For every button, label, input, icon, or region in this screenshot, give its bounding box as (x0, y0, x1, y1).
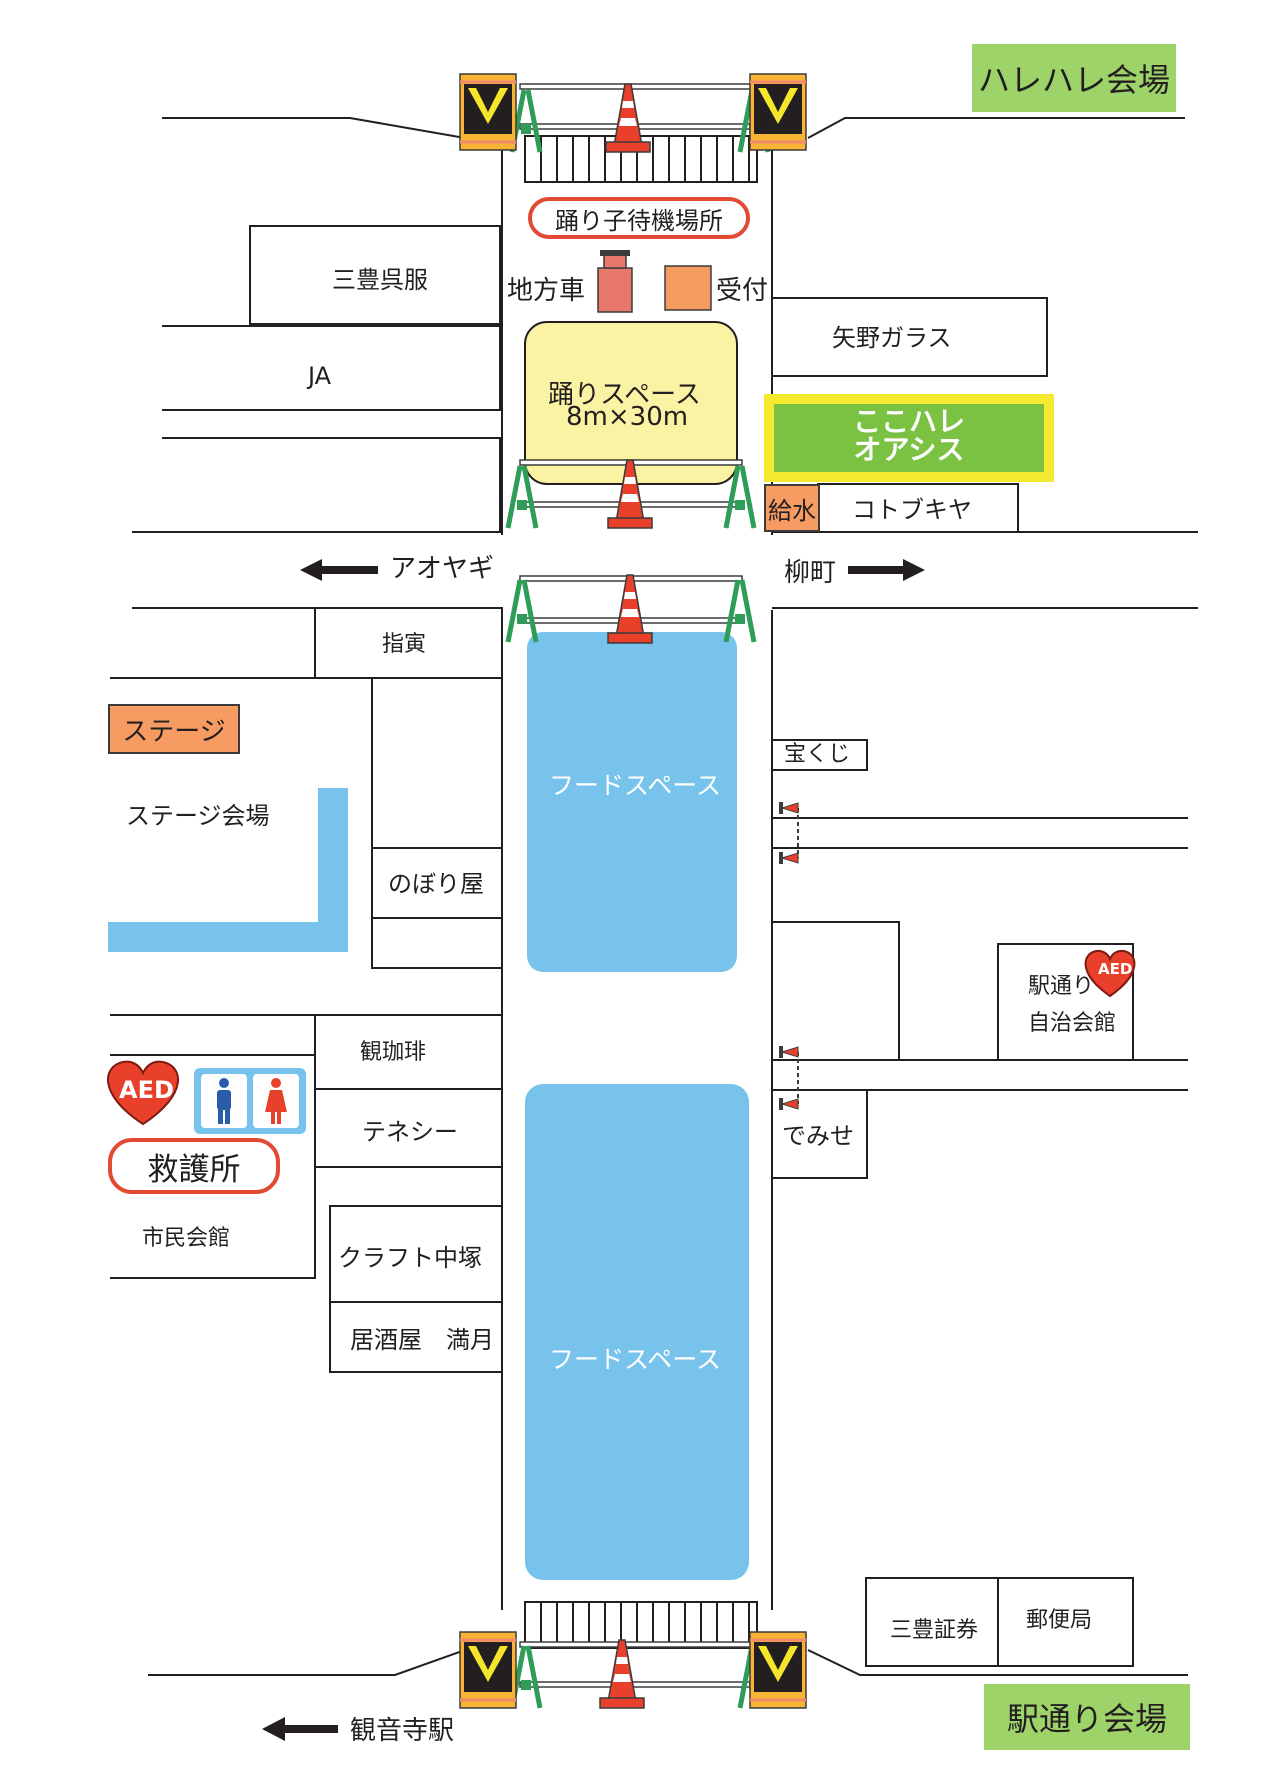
building-ja: JA (308, 362, 332, 390)
food-space-1-label: フードスペース (548, 771, 722, 800)
building-kancoffee: 観珈琲 (360, 1040, 427, 1065)
kokohare-oasis: ここハレ オアシス (764, 394, 1054, 482)
first-aid-pill: 救護所 (108, 1138, 280, 1194)
building-mitoyo-shoken: 三豊証券 (890, 1618, 979, 1643)
building-takarakuji: 宝くじ (784, 742, 851, 767)
building-shimin-kaikan: 市民会館 (142, 1226, 231, 1251)
water-label: 給水 (768, 496, 816, 525)
food-space-2-label: フードスペース (548, 1345, 722, 1374)
alley-barrier-1 (778, 801, 799, 865)
crosswalk-bottom (524, 1601, 758, 1649)
direction-station: 観音寺駅 (350, 1716, 455, 1746)
arrow-left-icon (300, 559, 378, 581)
jikata-label: 地方車 (507, 276, 586, 306)
building-tennessee: テネシー (362, 1118, 458, 1146)
dancer-waiting-pill: 踊り子待機場所 (528, 197, 750, 239)
direction-east: 柳町 (784, 558, 837, 588)
barrier-bottom (458, 1630, 808, 1708)
building-shiin: 指寅 (382, 632, 427, 657)
direction-arrows (262, 559, 925, 1741)
stage-label: ステージ (122, 716, 226, 747)
direction-west: アオヤギ (390, 554, 495, 584)
restroom-icon (194, 1068, 306, 1134)
buildings (110, 225, 1134, 1667)
dance-size-label: 8m×30m (566, 402, 689, 432)
barrier-top (458, 72, 808, 152)
alley-barrier-2 (778, 1045, 799, 1111)
oasis-line2: オアシス (853, 433, 965, 466)
water-box: 給水 (764, 484, 820, 532)
venue-hareharre: ハレハレ会場 (972, 44, 1176, 112)
building-izakaya: 居酒屋 満月 (350, 1326, 494, 1354)
first-aid-label: 救護所 (147, 1151, 241, 1188)
venue-ekidori: 駅通り会場 (984, 1684, 1190, 1750)
female-icon (265, 1078, 287, 1124)
food-space-1 (527, 632, 737, 972)
dancer-waiting-label: 踊り子待機場所 (555, 206, 723, 235)
stage-area-shape (108, 788, 348, 952)
stage-venue-label: ステージ会場 (126, 802, 270, 830)
reception-box (664, 265, 712, 311)
venue-ekidori-label: 駅通り会場 (1006, 1700, 1167, 1738)
building-kotobukiya: コトブキヤ (852, 496, 972, 524)
arrow-station-icon (262, 1717, 338, 1741)
food-space-2 (525, 1084, 749, 1580)
building-post-office: 郵便局 (1026, 1608, 1093, 1633)
aed-heart-small-icon (1084, 949, 1136, 998)
building-ekidori-1: 駅通り (1028, 974, 1095, 999)
building-mitoyo-gofuku: 三豊呉服 (332, 266, 428, 294)
jikata-vehicle-icon (597, 250, 633, 313)
building-craft: クラフト中塚 (338, 1244, 482, 1272)
venue-hareharre-label: ハレハレ会場 (977, 61, 1170, 99)
aed-label-2: AED (1098, 960, 1133, 978)
stage-box: ステージ (108, 704, 240, 754)
dance-space-label: 踊りスペース (548, 380, 701, 410)
arrow-right-icon (848, 559, 925, 581)
male-icon (217, 1078, 231, 1124)
barrier-food (508, 574, 754, 643)
oasis-line1: ここハレ (852, 405, 965, 438)
building-yano-glass: 矢野ガラス (832, 324, 952, 352)
barrier-dance (508, 459, 754, 528)
building-ekidori-2: 自治会館 (1028, 1011, 1117, 1036)
aed-label-1: AED (119, 1076, 174, 1104)
building-demise: でみせ (782, 1122, 854, 1150)
building-nobori: のぼり屋 (388, 870, 484, 898)
reception-label: 受付 (716, 276, 769, 306)
aed-heart-icon (106, 1060, 180, 1126)
